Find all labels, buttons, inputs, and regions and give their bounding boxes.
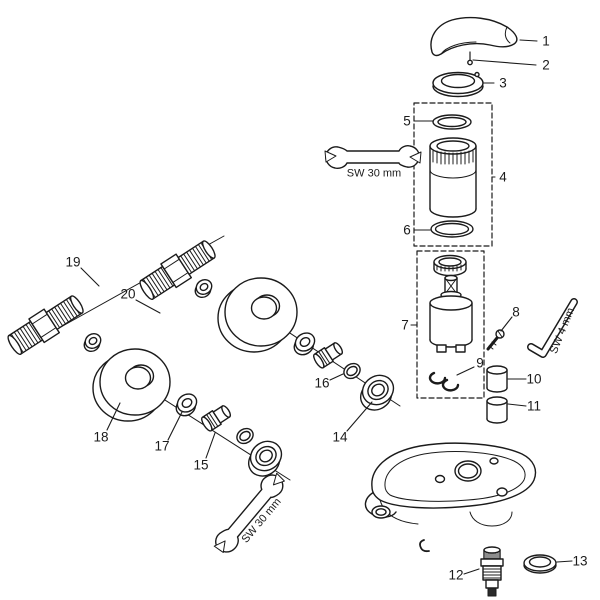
bush-11-drawing	[486, 396, 508, 424]
cartridge-drawing	[429, 274, 473, 353]
wrench-top-drawing	[324, 145, 422, 169]
cartridge-nut-drawing	[433, 254, 467, 277]
union-nut-14-drawing	[352, 368, 402, 417]
callout-2: 2	[542, 57, 550, 73]
handle-lever-drawing	[430, 16, 518, 57]
escutcheon-upper-drawing	[217, 277, 298, 353]
callout-3: 3	[499, 75, 507, 91]
callout-13: 13	[572, 553, 588, 569]
escutcheon-lower-drawing	[92, 348, 171, 422]
callout-10: 10	[526, 371, 542, 387]
callout-17: 17	[154, 438, 170, 454]
o-ring-left-drawing	[236, 427, 254, 445]
connector-right-drawing	[311, 339, 346, 371]
leader-lines	[80, 39, 573, 575]
handle-skirt-ring-drawing	[432, 71, 484, 98]
s-union-lower-drawing	[3, 290, 89, 360]
allen-key-drawing	[527, 298, 578, 358]
wrench-top-size-label: SW 30 mm	[346, 167, 402, 180]
callout-19: 19	[65, 254, 81, 270]
handle-pin-drawing	[467, 51, 473, 66]
screw-8-drawing	[486, 329, 505, 351]
callout-8: 8	[512, 304, 520, 320]
callout-5: 5	[403, 113, 411, 129]
callout-4: 4	[499, 169, 507, 185]
ring-13-drawing	[523, 554, 557, 574]
callout-7: 7	[401, 317, 409, 333]
o-ring-5-drawing	[432, 114, 472, 130]
callout-14: 14	[332, 429, 348, 445]
faucet-body-drawing	[364, 442, 537, 553]
cartridge-sleeve-drawing	[429, 137, 477, 218]
connector-15-drawing	[199, 402, 234, 434]
callout-18: 18	[93, 429, 109, 445]
callout-16: 16	[314, 375, 330, 391]
o-ring-16-drawing	[343, 362, 361, 380]
callout-1: 1	[542, 33, 550, 49]
seal-clips-9-drawing	[428, 371, 460, 392]
wrench-bottom-drawing	[213, 472, 285, 553]
sleeve-group-box	[413, 102, 493, 247]
callout-9: 9	[476, 355, 484, 371]
check-valve-12-drawing	[480, 546, 504, 597]
cartridge-group-box	[416, 250, 485, 399]
o-ring-6-drawing	[430, 220, 474, 238]
callout-15: 15	[193, 457, 209, 473]
callout-20: 20	[120, 286, 136, 302]
washer-17-drawing	[170, 389, 203, 421]
callout-11: 11	[526, 398, 542, 414]
callout-6: 6	[403, 222, 411, 238]
callout-12: 12	[448, 567, 464, 583]
bush-10-drawing	[486, 365, 508, 393]
